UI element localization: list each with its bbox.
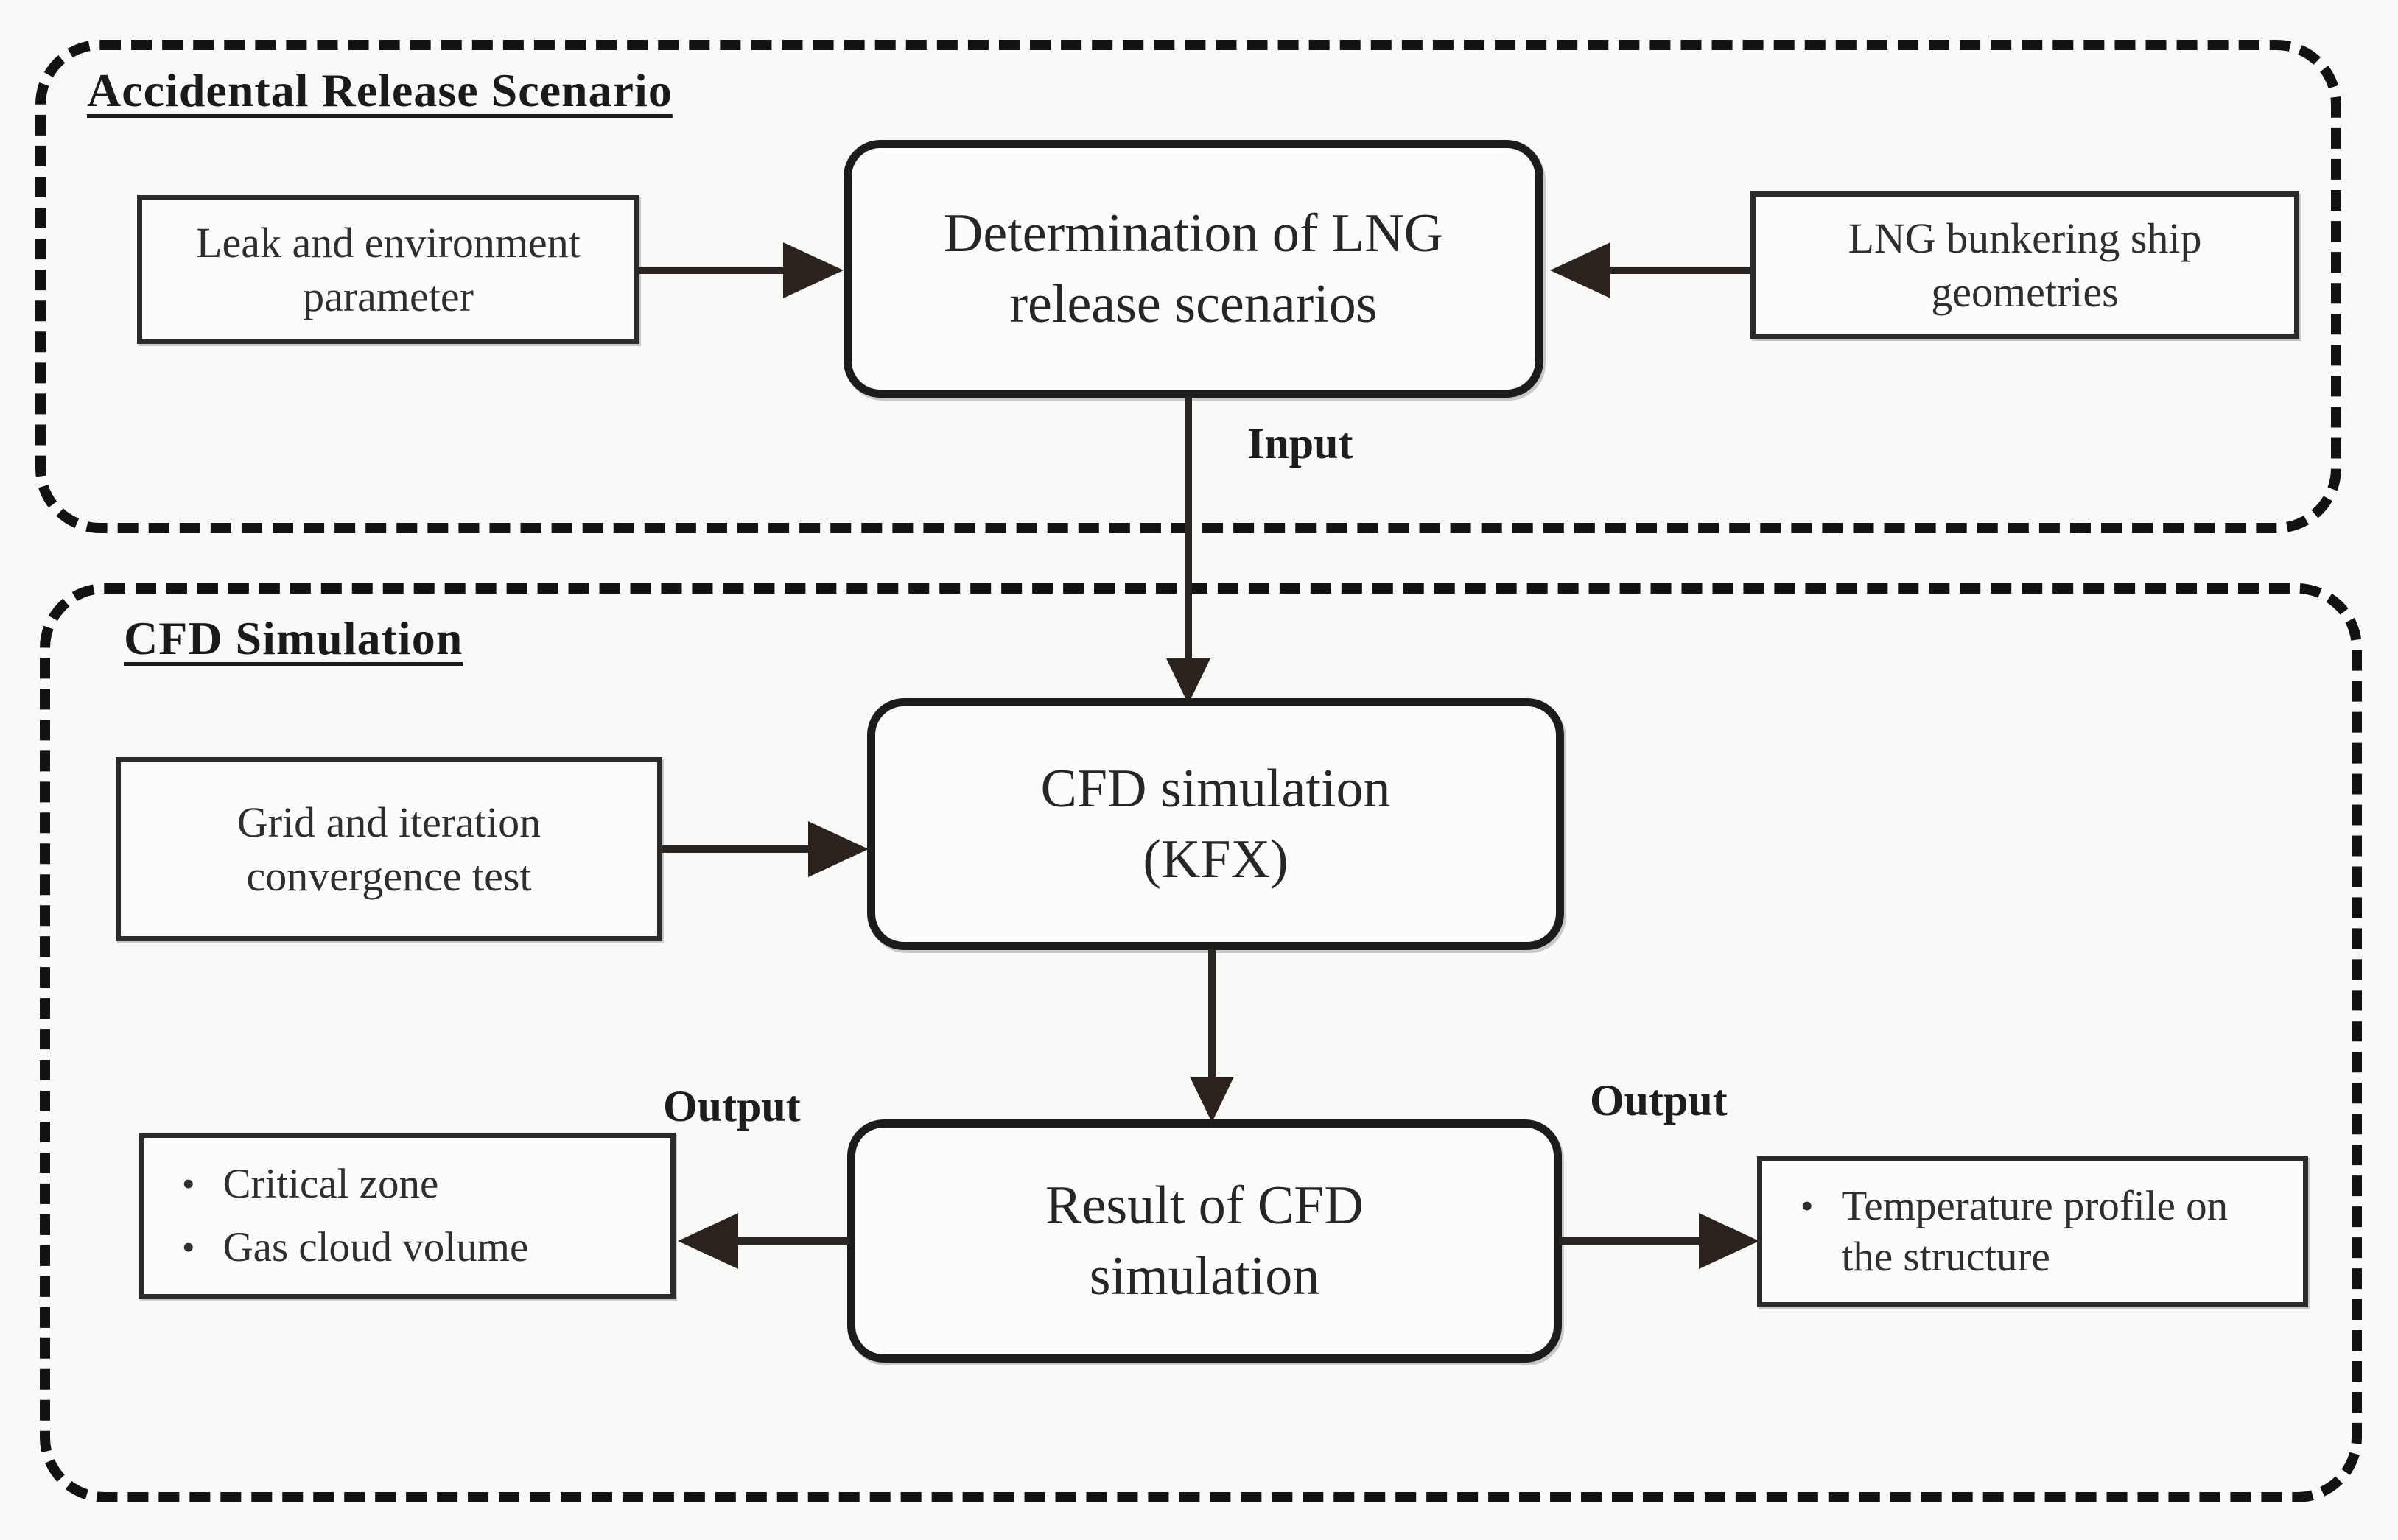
box-lng-bunkering-geometries: LNG bunkering ship geometries (1750, 191, 2299, 339)
bullet-icon: • (1801, 1185, 1814, 1227)
bullet-icon: • (182, 1226, 195, 1267)
arrow-line (1185, 396, 1192, 663)
arrow-head-right-icon (1699, 1213, 1759, 1269)
section-accidental-release-scenario (35, 40, 2341, 533)
box-text-line: Leak and environment (196, 218, 581, 267)
arrow-head-left-icon (1550, 242, 1610, 298)
arrow-head-down-icon (1166, 658, 1210, 704)
box-result-cfd-simulation: Result of CFD simulation (847, 1119, 1562, 1363)
box-determination-lng-release: Determination of LNG release scenarios (844, 140, 1543, 398)
arrow-line (662, 845, 816, 853)
section-title-accidental-release: Accidental Release Scenario (87, 64, 673, 116)
box-text-line: (KFX) (1143, 829, 1289, 890)
list-item: • Critical zone (182, 1159, 656, 1209)
box-text-line: simulation (1089, 1246, 1320, 1307)
section-cfd-simulation (40, 583, 2362, 1502)
label-output-right: Output (1590, 1076, 1728, 1125)
arrow-head-right-icon (783, 242, 844, 298)
box-cfd-simulation-kfx: CFD simulation (KFX) (867, 698, 1564, 950)
label-output-left: Output (663, 1082, 801, 1131)
bullet-icon: • (182, 1162, 195, 1204)
arrow-head-left-icon (678, 1213, 738, 1269)
box-leak-environment-parameter: Leak and environment parameter (137, 195, 639, 344)
box-text-line: convergence test (246, 852, 532, 900)
box-text-line: LNG bunkering ship (1848, 214, 2202, 262)
box-text-line: release scenarios (1009, 274, 1378, 334)
list-item: • Gas cloud volume (182, 1223, 656, 1273)
arrow-line (1606, 267, 1750, 274)
label-input: Input (1247, 419, 1353, 468)
list-item-text: Gas cloud volume (222, 1224, 529, 1270)
arrow-head-down-icon (1190, 1077, 1234, 1122)
box-text-line: CFD simulation (1040, 758, 1391, 819)
arrow-line (1559, 1237, 1705, 1245)
arrow-line (1208, 949, 1216, 1081)
box-output-critical-gas-cloud: • Critical zone • Gas cloud volume (139, 1133, 676, 1299)
box-text-line: parameter (303, 273, 474, 320)
box-text-line: Result of CFD (1045, 1175, 1364, 1236)
arrow-line (734, 1237, 850, 1245)
arrow-line (638, 267, 790, 274)
list-item-text: Critical zone (222, 1160, 439, 1207)
list-item: • Temperature profile on the structure (1801, 1181, 2288, 1282)
box-text-line: Determination of LNG (943, 203, 1444, 264)
box-output-temperature-profile: • Temperature profile on the structure (1757, 1156, 2308, 1307)
box-text-line: Grid and iteration (236, 798, 541, 846)
box-text-line: geometries (1931, 268, 2119, 316)
list-item-text: Temperature profile on the structure (1841, 1183, 2229, 1280)
section-title-cfd-simulation: CFD Simulation (124, 612, 463, 664)
arrow-head-right-icon (808, 821, 869, 877)
box-grid-iteration-convergence: Grid and iteration convergence test (116, 757, 662, 941)
